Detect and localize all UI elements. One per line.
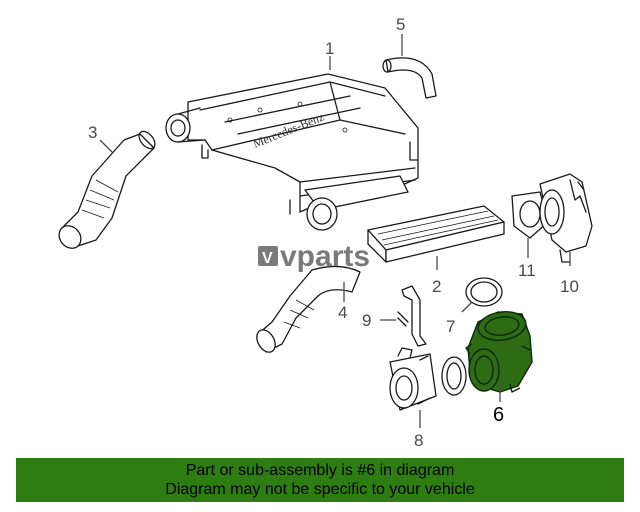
throttle-gasket [511, 191, 549, 239]
banner-line-2: Diagram may not be specific to your vehi… [165, 481, 475, 498]
info-banner: Part or sub-assembly is #6 in diagram Di… [16, 458, 624, 502]
ring-seal [465, 277, 503, 307]
lower-intake-duct [256, 265, 361, 353]
callout-8: 8 [414, 431, 423, 450]
seal-strip [397, 285, 427, 347]
throttle-body [539, 173, 593, 263]
callout-leaders [99, 34, 571, 428]
callout-labels: 1 5 3 4 2 11 10 9 7 8 6 [88, 15, 579, 450]
vparts-wordmark: vparts [280, 240, 370, 273]
upper-intake-duct [58, 130, 156, 249]
highlighted-intake-elbow [465, 311, 533, 393]
callout-10: 10 [560, 277, 579, 296]
callout-9: 9 [362, 311, 371, 330]
air-mass-sensor [389, 347, 437, 411]
vparts-watermark: V vparts [258, 240, 370, 273]
small-hose [382, 57, 437, 99]
callout-2: 2 [432, 277, 441, 296]
callout-6: 6 [493, 404, 504, 426]
banner-line-1: Part or sub-assembly is #6 in diagram [185, 462, 455, 479]
air-filter-housing: Mercedes-Benz [165, 73, 419, 231]
callout-3: 3 [88, 123, 97, 142]
callout-7: 7 [446, 317, 455, 336]
vparts-logo-mark: V [262, 250, 273, 267]
callout-11: 11 [518, 261, 536, 280]
callout-1: 1 [325, 39, 334, 58]
callout-4: 4 [338, 303, 347, 322]
vparts-logo-icon [258, 246, 278, 266]
diagram-canvas: Mercedes-Benz [58, 15, 593, 450]
filter-element [367, 205, 505, 263]
callout-5: 5 [396, 15, 405, 34]
lower-ring-seal [441, 356, 467, 396]
